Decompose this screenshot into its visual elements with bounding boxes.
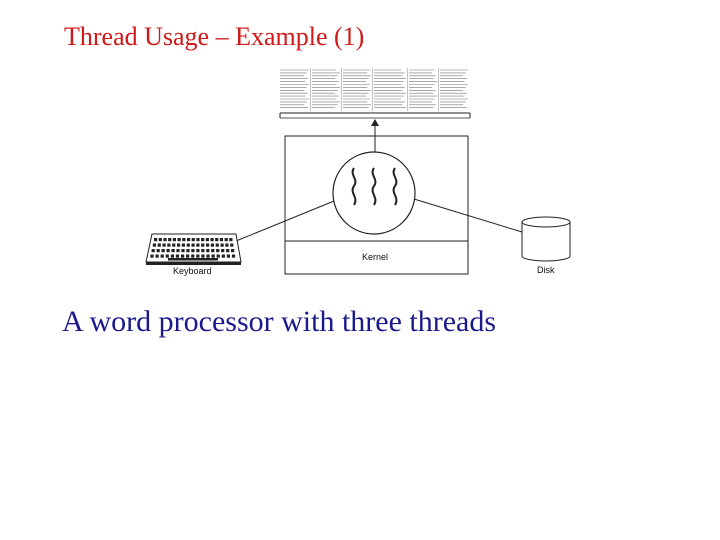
- thread-2: [371, 167, 377, 206]
- kernel-label: Kernel: [362, 252, 388, 262]
- thread-squiggles: [351, 167, 398, 206]
- keyboard-link: [235, 200, 335, 242]
- thread-3: [392, 167, 398, 206]
- slide-title: Thread Usage – Example (1): [64, 22, 365, 51]
- disk-label: Disk: [537, 265, 555, 275]
- display-arrow: [371, 119, 379, 152]
- kernel-band: [284, 240, 469, 275]
- document-pages: [279, 68, 471, 119]
- keyboard-label: Keyboard: [173, 266, 212, 276]
- keyboard-icon: [145, 233, 242, 265]
- caption: A word processor with three threads: [62, 305, 497, 338]
- disk-link: [413, 198, 523, 233]
- disk-icon: [521, 216, 571, 262]
- thread-1: [351, 167, 357, 206]
